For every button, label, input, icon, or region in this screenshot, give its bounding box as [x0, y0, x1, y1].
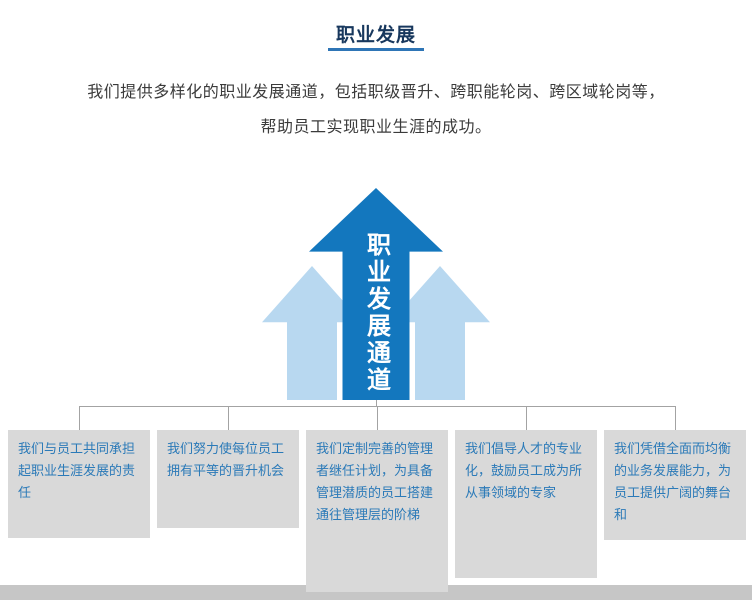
career-box-3: 我们定制完善的管理者继任计划，为具备管理潜质的员工搭建通往管理层的阶梯 [306, 430, 448, 592]
connector-drop-1 [79, 406, 80, 431]
connector-drop-3 [377, 406, 378, 431]
page-title: 职业发展 [335, 25, 416, 46]
title-underline [328, 48, 424, 51]
connector-drop-4 [526, 406, 527, 431]
connector-stub [376, 399, 377, 407]
main-arrow-label: 职业发展通道 [362, 232, 390, 394]
connector-drop-5 [675, 406, 676, 431]
intro-line-2: 帮助员工实现职业生涯的成功。 [260, 119, 492, 136]
career-box-2: 我们努力使每位员工拥有平等的晋升机会 [157, 430, 299, 528]
career-box-5: 我们凭借全面而均衡的业务发展能力，为员工提供广阔的舞台和 [604, 430, 746, 540]
career-box-4: 我们倡导人才的专业化，鼓励员工成为所从事领域的专家 [455, 430, 597, 578]
footer-strip [0, 585, 752, 600]
connector-drop-2 [228, 406, 229, 431]
intro-line-1: 我们提供多样化的职业发展通道，包括职级晋升、跨职能轮岗、跨区域轮岗等， [87, 84, 665, 101]
career-box-1: 我们与员工共同承担起职业生涯发展的责任 [8, 430, 150, 538]
